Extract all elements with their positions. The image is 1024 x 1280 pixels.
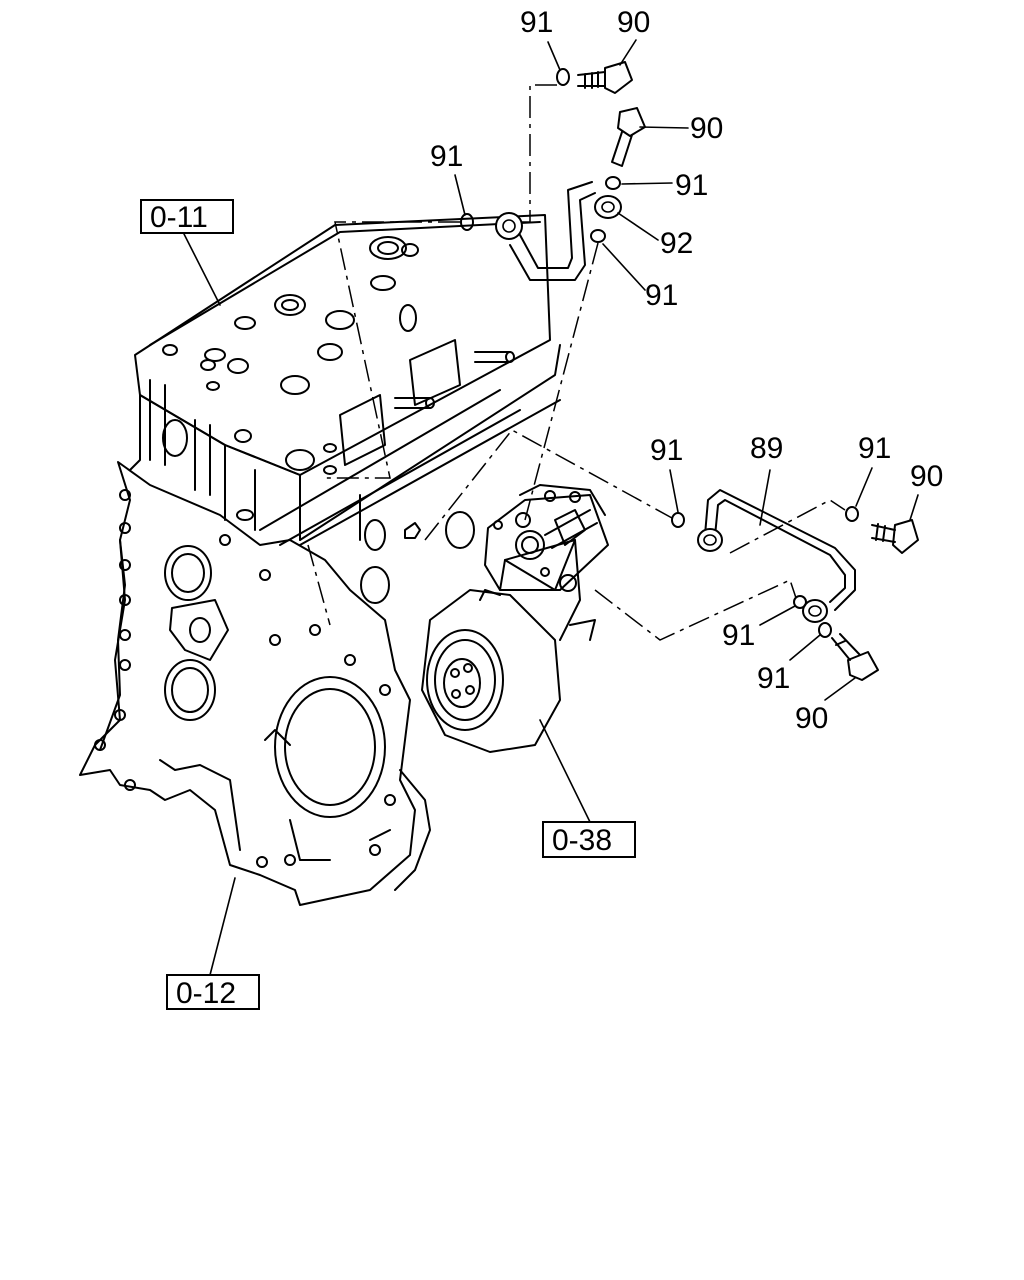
upper-pipe-assembly xyxy=(460,61,646,281)
callout-92[interactable]: 92 xyxy=(660,227,693,260)
callout-91-top[interactable]: 91 xyxy=(520,6,553,39)
callout-91-lower-left[interactable]: 91 xyxy=(650,434,683,467)
leader-lines xyxy=(182,39,919,976)
callout-91-left[interactable]: 91 xyxy=(430,140,463,173)
timing-gear-case xyxy=(79,461,431,906)
ref-label-timing-cover: 0-12 xyxy=(176,977,236,1010)
callout-labels: 91 90 90 91 91 92 91 91 89 91 90 91 91 9… xyxy=(430,6,943,735)
alignment-lines xyxy=(307,84,846,641)
cylinder-head-block xyxy=(129,214,561,604)
ref-label-compressor: 0-38 xyxy=(552,824,612,857)
callout-90-top[interactable]: 90 xyxy=(617,6,650,39)
callout-91-mid[interactable]: 91 xyxy=(645,279,678,312)
callout-91-bottom-b[interactable]: 91 xyxy=(757,662,790,695)
ref-box-engine-block[interactable]: 0-11 xyxy=(140,199,234,234)
ref-box-timing-cover[interactable]: 0-12 xyxy=(166,974,260,1010)
air-compressor xyxy=(421,484,609,753)
ref-box-compressor[interactable]: 0-38 xyxy=(542,821,636,858)
callout-89[interactable]: 89 xyxy=(750,432,783,465)
callout-91-upper-right[interactable]: 91 xyxy=(675,169,708,202)
callout-90-upper[interactable]: 90 xyxy=(690,112,723,145)
callout-91-bottom-a[interactable]: 91 xyxy=(722,619,755,652)
callout-90-bottom[interactable]: 90 xyxy=(795,702,828,735)
ref-label-engine-block: 0-11 xyxy=(150,201,208,234)
callout-91-lower-right[interactable]: 91 xyxy=(858,432,891,465)
lower-pipe-assembly xyxy=(671,489,919,681)
callout-90-right[interactable]: 90 xyxy=(910,460,943,493)
